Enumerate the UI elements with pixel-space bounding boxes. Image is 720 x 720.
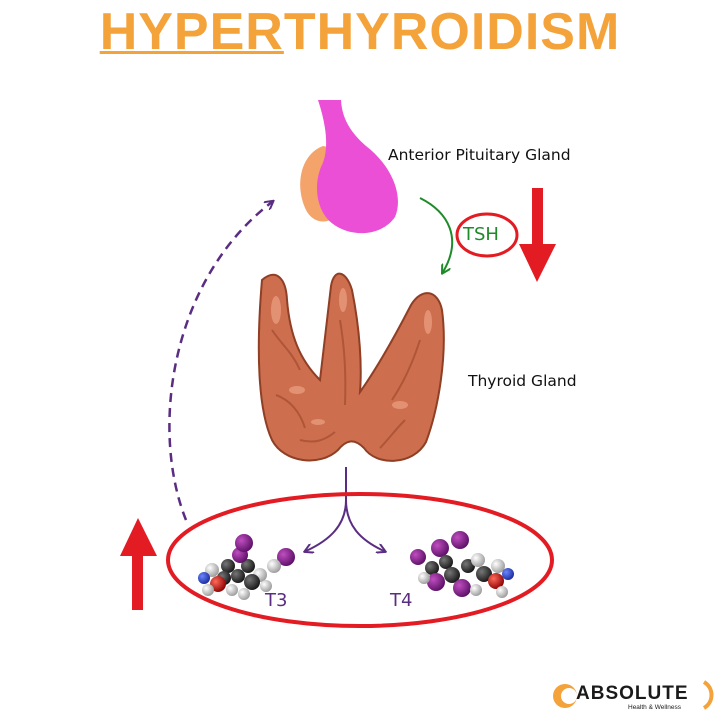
logo-emblem-icon	[553, 684, 577, 708]
tsh-decrease-arrow	[519, 188, 556, 282]
brand-logo: ABSOLUTE Health & Wellness	[552, 680, 718, 716]
feedback-arrow	[168, 202, 272, 521]
tsh-label: TSH	[463, 224, 499, 245]
hormone-release-arrows	[306, 467, 384, 551]
tsh-oval	[455, 212, 519, 258]
title-prefix: HYPER	[99, 3, 284, 61]
hormone-oval	[166, 492, 554, 628]
t3-label: T3	[265, 590, 288, 611]
t4-label: T4	[390, 590, 413, 611]
pituitary-label: Anterior Pituitary Gland	[388, 146, 571, 164]
logo-wordmark: ABSOLUTE	[576, 683, 689, 704]
title-suffix: THYROIDISM	[283, 3, 621, 61]
tsh-arrow	[419, 197, 453, 272]
t3-molecule	[198, 534, 295, 600]
hormone-increase-arrow	[120, 518, 157, 610]
logo-tagline: Health & Wellness	[628, 704, 681, 711]
thyroid-label: Thyroid Gland	[468, 372, 577, 390]
t4-molecule	[410, 531, 514, 598]
logo-swoosh-icon	[702, 680, 714, 710]
pituitary-gland	[300, 100, 398, 234]
page-title: HYPERTHYROIDISM	[0, 2, 720, 62]
pituitary-anterior-lobe	[317, 100, 398, 234]
thyroid-gland	[257, 272, 445, 462]
